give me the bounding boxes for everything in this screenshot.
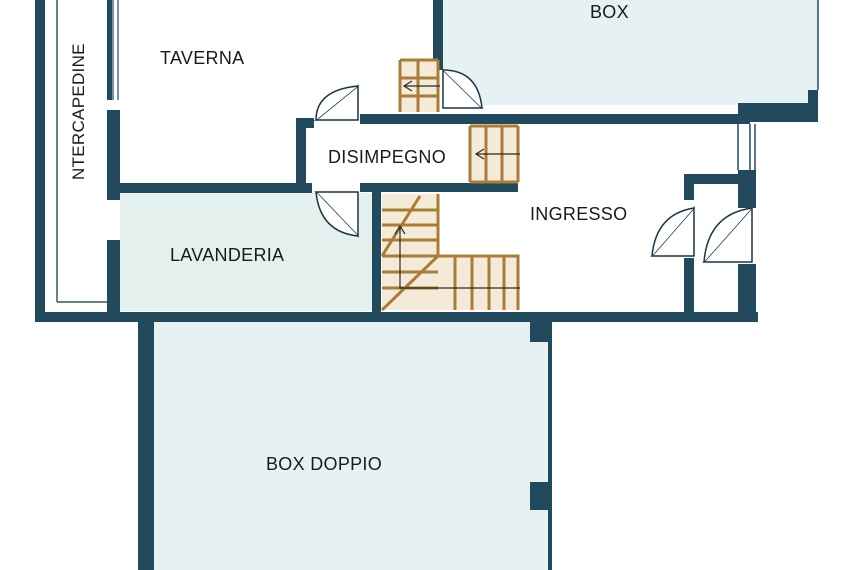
wall-pillar xyxy=(530,314,552,342)
wall-ingresso-right-bottom xyxy=(738,264,756,319)
wall-taverna-bottom xyxy=(107,183,312,193)
wall-corridor-bottom xyxy=(360,183,518,192)
wall-taverna-right xyxy=(433,0,443,70)
wall-closet-left xyxy=(684,174,694,200)
wall-ingresso-right-top xyxy=(738,170,756,208)
wall-box-bottom xyxy=(738,103,818,113)
wall-stair-left xyxy=(372,192,381,314)
wall-upper-bottom xyxy=(35,312,758,322)
wall-box-right-2 xyxy=(738,112,818,122)
door-lavanderia-arc xyxy=(315,191,359,237)
box-area xyxy=(443,0,818,105)
stair-main xyxy=(380,194,520,312)
label-intercapedine: NTERCAPEDINE xyxy=(69,43,88,180)
stair-main-fill xyxy=(382,194,518,310)
door-taverna-arc xyxy=(315,85,359,121)
stair-corridor-arrow xyxy=(474,148,520,160)
label-lavanderia: LAVANDERIA xyxy=(170,245,284,265)
wall-taverna-left xyxy=(107,0,112,100)
walls xyxy=(35,0,818,570)
windows xyxy=(112,0,819,170)
wall-taverna-left-low xyxy=(107,110,120,200)
label-disimpegno: DISIMPEGNO xyxy=(328,147,446,167)
wall-box-doppio-left xyxy=(138,318,154,570)
wall-box-right xyxy=(808,90,818,122)
stairs xyxy=(380,58,520,312)
door-entrance-arc xyxy=(703,207,753,263)
wall-disimpegno-left xyxy=(296,118,306,193)
label-box-doppio: BOX DOPPIO xyxy=(266,454,382,474)
label-taverna: TAVERNA xyxy=(160,48,244,68)
wall-closet-left-low xyxy=(684,258,694,318)
door-closet-arc xyxy=(651,207,695,257)
wall-corridor-top xyxy=(360,114,750,124)
door-box-arc xyxy=(442,69,483,109)
wall-lavanderia-left xyxy=(107,240,120,315)
box-doppio-area xyxy=(152,322,552,570)
wall-closet-top xyxy=(684,174,742,184)
stair-main-arrow xyxy=(394,224,520,289)
taverna-area xyxy=(120,0,438,185)
label-ingresso: INGRESSO xyxy=(530,204,627,224)
stair-upper-arrow xyxy=(402,80,440,92)
wall-left-outer xyxy=(35,0,45,322)
doors xyxy=(313,68,753,263)
wall-box-doppio-right xyxy=(548,340,552,570)
label-box: BOX xyxy=(590,2,629,22)
wall-box-doppio-pillar xyxy=(530,482,552,510)
